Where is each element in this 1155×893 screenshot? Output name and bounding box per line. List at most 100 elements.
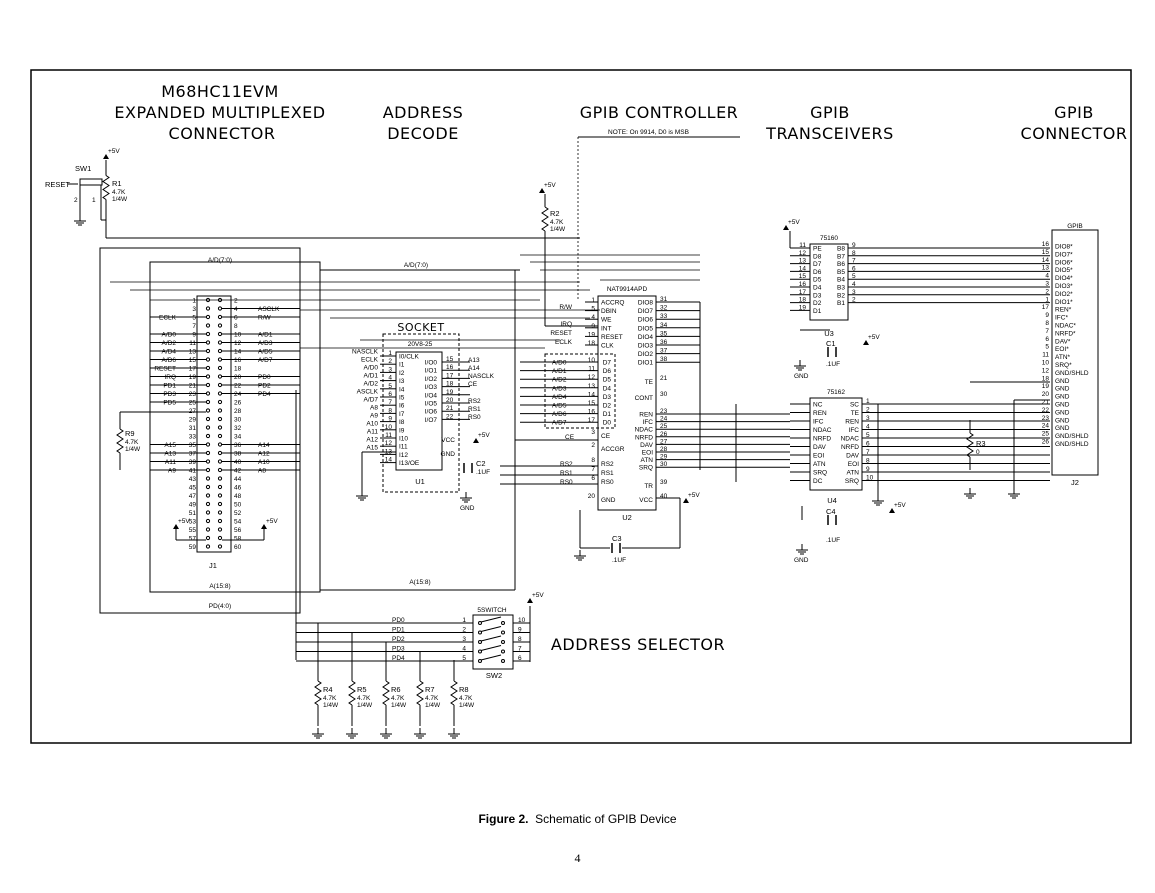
- u2-ad-signal: A/D3: [552, 385, 567, 392]
- j1-pin-num-odd: 7: [192, 323, 196, 330]
- j1-pin-even: [217, 314, 223, 320]
- j1-pin-even: [217, 467, 223, 473]
- u2-ctrl-signal: IRQ: [560, 321, 572, 328]
- j1-pin-num-odd: 37: [189, 451, 197, 458]
- j1-pin-odd: [205, 374, 211, 379]
- j1-pin-odd: [205, 544, 211, 549]
- j1-pin-num-odd: 53: [189, 519, 197, 526]
- u1-out-num: 18: [446, 381, 454, 388]
- r1-value: 4.7K: [112, 189, 126, 196]
- j1-right-signal: A10: [258, 459, 270, 466]
- bottom-res-name: R7: [425, 685, 435, 694]
- j1-pin-num-odd: 17: [189, 366, 197, 373]
- u4-right-pin: NRFD: [841, 444, 859, 451]
- sw2-right-num: 10: [518, 617, 526, 624]
- u1-pin-num: 2: [388, 358, 392, 365]
- j1-pin-num-even: 20: [234, 374, 242, 381]
- u4-right-pin: TE: [851, 410, 860, 417]
- sw2-contact-left: [478, 640, 482, 644]
- j1-label: J1: [209, 561, 217, 570]
- u1-signal: A9: [370, 413, 378, 420]
- j1-pin-odd: [205, 297, 211, 303]
- j2-pin-num: 11: [1042, 352, 1049, 359]
- j1-left-signal: PD1: [163, 383, 176, 390]
- u2-cont-num: 30: [660, 391, 668, 398]
- u4-right-pin: SC: [850, 402, 859, 409]
- u1-input-pin: I12: [399, 452, 408, 459]
- j1-pin-num-even: 2: [234, 298, 238, 305]
- j1-pin-num-odd: 13: [189, 349, 197, 356]
- u1-input-pin: I6: [399, 403, 405, 410]
- j2-pin-signal: DIO3*: [1055, 283, 1073, 290]
- sw2-left-num: 4: [462, 646, 466, 653]
- j1-pin-even: [217, 450, 223, 456]
- u2-left-pin: RESET: [601, 334, 623, 341]
- u2-ad-signal: A/D2: [552, 377, 567, 384]
- c4-value: .1UF: [826, 537, 840, 544]
- j2-pin-num: 12: [1042, 367, 1050, 374]
- u2-dio-num: 32: [660, 305, 668, 312]
- evm-bus-frame: [149, 261, 321, 593]
- u1-out-num: 19: [446, 389, 454, 396]
- u1-vcc: VCC: [441, 437, 455, 444]
- r9-name: R9: [125, 429, 135, 438]
- j1-pin-num-even: 4: [234, 306, 238, 313]
- j1-pin-even: [217, 459, 223, 464]
- u1-gnd-label: GND: [460, 505, 475, 512]
- u2-dio-pin: DIO6: [638, 317, 654, 324]
- u2-dio-num: 36: [660, 339, 668, 346]
- j2-header: GPIB: [1067, 223, 1083, 230]
- j1-right-signal: ASCLK: [258, 306, 280, 313]
- u2-dio-num: 35: [660, 330, 668, 337]
- u1-input-pin: I1: [399, 362, 405, 369]
- u1-out-signal: A13: [468, 357, 480, 364]
- j1-vcc-right-arrow: [261, 524, 267, 529]
- j1-pin-num-even: 34: [234, 434, 242, 441]
- j1-pin-num-even: 52: [234, 510, 242, 517]
- u2-rs-signal: RS2: [560, 461, 573, 468]
- j1-pin-even: [217, 510, 223, 515]
- j1-pin-num-even: 28: [234, 408, 242, 415]
- u1-pin-num: 11: [385, 432, 392, 439]
- j2-body: [1051, 229, 1099, 476]
- j2-pin-signal: GND: [1055, 409, 1070, 416]
- j1-pin-num-odd: 31: [189, 425, 197, 432]
- u4-left-pin: EOI: [813, 453, 824, 460]
- u2-dio-num: 37: [660, 348, 668, 355]
- u1-output-pin: I/O6: [425, 409, 438, 416]
- j2-pin-signal: GND: [1055, 386, 1070, 393]
- j1-pin-odd: [205, 493, 211, 498]
- u1-pin-num: 5: [388, 383, 392, 390]
- u4-left-pin: SRQ: [813, 470, 827, 477]
- section-transceivers: TRANSCEIVERS: [765, 124, 894, 143]
- j1-pin-odd: [205, 331, 211, 337]
- j1-pin-num-odd: 39: [189, 459, 197, 466]
- u2-dio-pin: DIO5: [638, 325, 654, 332]
- u3-left-num: 18: [799, 297, 807, 304]
- j2-pin-signal: DAV*: [1055, 338, 1071, 345]
- j1-pin-num-odd: 47: [189, 493, 197, 500]
- j2-pin-num: 21: [1042, 399, 1050, 406]
- u3-right-num: 5: [852, 273, 856, 280]
- sw2-right-num: 9: [518, 627, 522, 634]
- u1-vcc-arrow-label: +5V: [478, 432, 490, 439]
- r1-name: R1: [112, 179, 122, 188]
- j1-pin-num-odd: 57: [189, 536, 197, 543]
- c2-name: C2: [476, 459, 486, 468]
- j2-pin-num: 3: [1045, 281, 1049, 288]
- schematic-frame: [30, 69, 1132, 744]
- j2-pin-signal: GND: [1055, 425, 1070, 432]
- sw2-pd-signal: PD3: [392, 646, 405, 653]
- j1-pin-num-odd: 27: [189, 408, 197, 415]
- u2-ctrl-pin: IFC: [643, 419, 654, 426]
- j1-pin-num-odd: 11: [189, 340, 196, 347]
- r2-name: R2: [550, 209, 560, 218]
- u1-out-num: 20: [446, 397, 454, 404]
- j1-pin-odd: [205, 357, 211, 362]
- u2-ad-num: 17: [588, 417, 596, 424]
- u3-right-num: 4: [852, 281, 856, 288]
- u2-ce: CE: [601, 433, 611, 440]
- u3-right-pin: B2: [837, 292, 845, 299]
- u1-part: 20V8-25: [408, 341, 433, 348]
